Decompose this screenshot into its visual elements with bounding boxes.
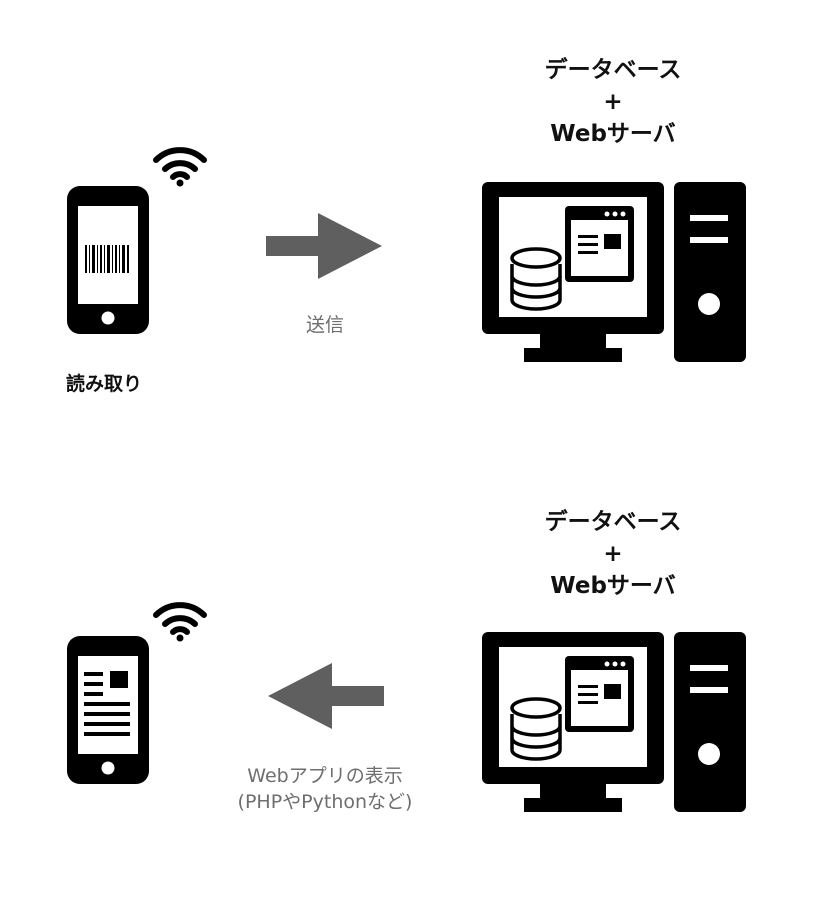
display-caption-line: Webアプリの表示 — [247, 765, 403, 787]
display-caption: Webアプリの表示 (PHPやPythonなど) — [200, 763, 450, 815]
server-title: データベース + Webサーバ — [513, 506, 713, 602]
database-icon — [510, 697, 562, 761]
display-caption-line: (PHPやPythonなど) — [237, 791, 413, 813]
barcode-icon — [85, 245, 129, 273]
wifi-icon — [153, 147, 207, 187]
send-arrow — [266, 213, 382, 279]
pc-tower-icon — [674, 632, 746, 812]
server-title-line: データベース — [544, 509, 682, 535]
database-icon — [510, 247, 562, 311]
browser-window-icon — [565, 656, 634, 732]
monitor-icon — [482, 632, 664, 812]
server-title-plus: + — [603, 89, 623, 115]
read-caption: 読み取り — [66, 373, 143, 395]
monitor-icon — [482, 182, 664, 362]
pc-tower-icon — [674, 182, 746, 362]
server-title-line: Webサーバ — [550, 121, 676, 147]
server-title-line: データベース — [544, 57, 682, 83]
document-icon — [84, 671, 130, 736]
browser-window-icon — [565, 206, 634, 282]
server-title-line: Webサーバ — [550, 573, 676, 599]
wifi-icon — [153, 602, 207, 642]
display-arrow — [268, 663, 384, 729]
server-title-plus: + — [603, 541, 623, 567]
smartphone-icon — [67, 186, 149, 334]
send-caption: 送信 — [305, 314, 344, 336]
smartphone-icon — [67, 636, 149, 784]
server-title: データベース + Webサーバ — [513, 54, 713, 150]
